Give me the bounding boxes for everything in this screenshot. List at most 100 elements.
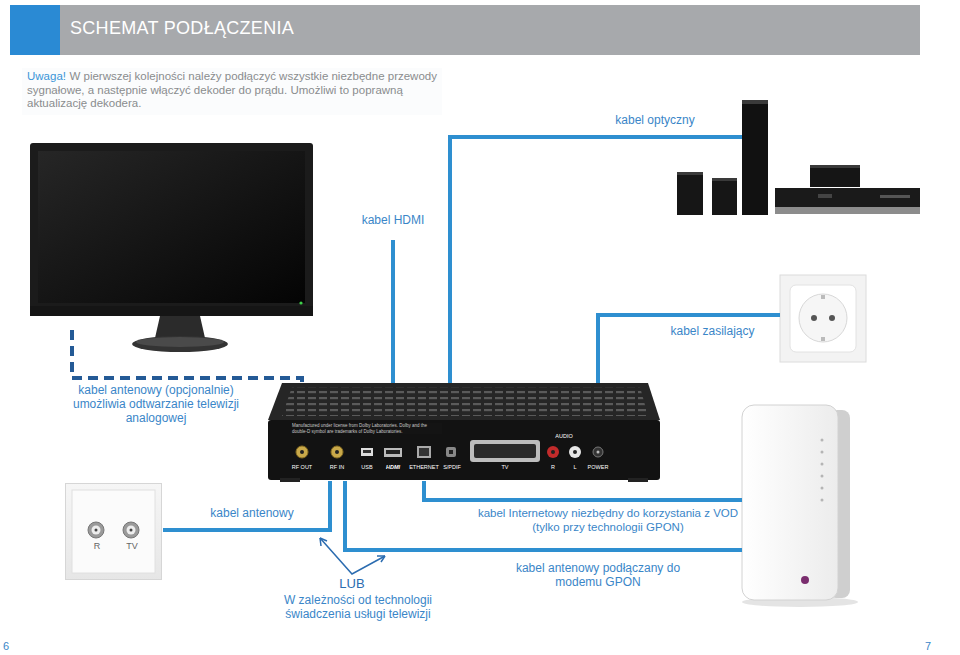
header-band-part [10,5,60,55]
power-outlet-part [829,315,835,321]
power-outlet-part [811,315,817,321]
home-theater-part [677,172,703,175]
tv-monitor-part [136,337,224,347]
gpon-modem [742,405,858,607]
set-top-box-part [573,450,577,454]
home-theater [677,100,920,215]
label-holder: RF IN [330,464,344,470]
label-holder: POWER [588,464,609,470]
tv-monitor [30,143,313,352]
label-holder: kabel zasilający [650,325,775,339]
set-top-box-part [296,446,308,458]
label-holder: W zależności od technologii świadczenia … [283,593,433,621]
wall-antenna-socket-part [65,483,162,580]
port-label: L [573,464,576,470]
label-holder: R [551,464,555,470]
warning-word: Uwaga! [27,70,66,82]
fine-print: Manufactured under license from Dolby La… [292,423,442,434]
cable-label: kabel optyczny [595,114,715,128]
set-top-box-part [268,420,660,480]
power-outlet-part [821,337,825,341]
power-outlet-part [799,294,847,342]
socket-label-holder: TV [126,541,138,551]
home-theater-part [775,207,920,214]
set-top-box-part [628,478,648,482]
wall-antenna-socket-part [95,529,98,532]
header-band-part [10,5,920,55]
set-top-box-part [363,450,371,453]
set-top-box-part [551,450,555,454]
label-holder: LUB [317,577,387,592]
set-top-box-part [446,447,456,457]
set-top-box-part [597,451,600,454]
wall-antenna-socket-part [88,522,104,538]
wall-antenna-socket-part [72,490,155,573]
set-top-box-part [449,450,453,454]
cable-label: kabel zasilający [650,325,775,339]
warning-note: Uwaga!W pierwszej kolejności należy podł… [22,68,442,115]
gpon-modem-part [821,439,824,442]
set-top-box-part [474,444,536,458]
set-top-box-part [384,448,402,457]
set-top-box-part [419,448,429,456]
port-label: ETHERNET [409,464,439,470]
port-label: AUDIO [555,433,572,439]
power-outlet-part [780,275,866,362]
wall-antenna-socket-part [123,522,139,538]
home-theater-part [880,195,910,198]
wall-antenna-socket-part [92,526,101,535]
gpon-modem-part [821,499,824,502]
label-holder: L [573,464,576,470]
label-holder: kabel antenowy [192,507,312,521]
set-top-box-part [361,448,373,456]
page-number: 7 [925,640,931,653]
port-label: TV [126,541,138,551]
label-holder: kabel HDMI [343,214,443,228]
port-label: USB [361,464,372,470]
header-band [10,5,920,55]
cable-label: kabel antenowy (opcjonalnie) umożliwia o… [58,383,254,425]
home-theater-part [742,100,768,104]
set-top-box-part [547,446,559,458]
tv-monitor-part [30,306,313,316]
power-outlet-part [821,295,825,299]
set-top-box-part [331,446,343,458]
gpon-modem-part [821,451,824,454]
power-outlet-part [790,285,856,352]
label-holder: 7 [925,640,931,653]
set-top-box-part [593,447,603,457]
tv-monitor-part [132,336,228,352]
home-theater-part [775,188,920,214]
set-top-box-part [335,450,339,454]
note-text: W pierwszej kolejności należy podłączyć … [27,70,437,109]
home-theater-part [677,172,703,215]
gpon-modem-part [821,475,824,478]
port-label: RF OUT [292,464,312,470]
label-holder: USB [361,464,372,470]
or-arrows-part [320,538,385,574]
label-holder: Manufactured under license from Dolby La… [292,423,442,434]
port-label: R [551,464,555,470]
power-outlet [780,275,866,362]
tv-monitor-part [38,151,305,303]
set-top-box-part [280,478,300,482]
port-label: S/PDIF [443,464,461,470]
wall-antenna-socket-part [130,529,133,532]
set-top-box-part [417,446,431,458]
home-theater-part [712,178,737,215]
label-holder: RF OUT [292,464,312,470]
or-label: LUB [317,577,387,592]
label-holder: kabel antenowy podłączany do modemu GPON [503,561,693,589]
cable-label: kabel HDMI [343,214,443,228]
set-top-box-part [282,387,648,416]
home-theater-part [818,194,832,198]
gpon-modem-part [801,576,809,584]
label-holder: TV [501,464,508,470]
port-label: TV [501,464,508,470]
cables [163,137,780,550]
label-holder: kabel optyczny [595,114,715,128]
label-holder: ETHERNET [409,464,439,470]
label-holder: S/PDIF [443,464,461,470]
title-holder: SCHEMAT PODŁĄCZENIA [70,18,294,39]
